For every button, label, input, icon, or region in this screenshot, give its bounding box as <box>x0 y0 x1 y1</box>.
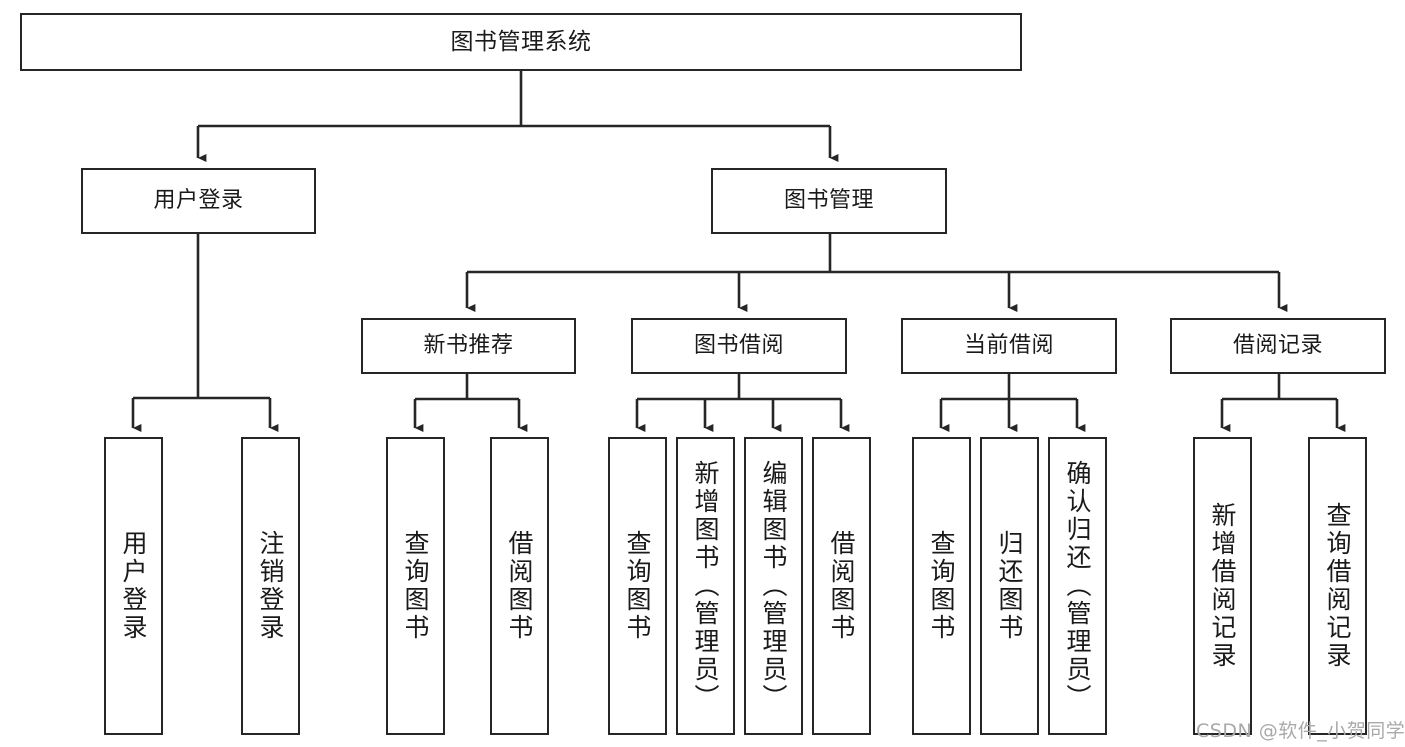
node-leaf-add-borrow-record[interactable]: 新增借阅记录 <box>1193 437 1252 735</box>
node-label: 用户登录 <box>153 188 244 214</box>
node-leaf-borrow-book-borrow[interactable]: 借阅图书 <box>812 437 871 735</box>
node-label: 图书借阅 <box>693 333 784 359</box>
node-label: 查询图书 <box>623 530 652 642</box>
node-label: 查询图书 <box>927 530 956 642</box>
node-leaf-logout-login[interactable]: 注销登录 <box>241 437 300 735</box>
node-leaf-query-borrow-record[interactable]: 查询借阅记录 <box>1308 437 1367 735</box>
node-current-borrow[interactable]: 当前借阅 <box>901 318 1117 374</box>
node-label: 借阅图书 <box>827 530 856 642</box>
node-label: 借阅记录 <box>1232 333 1323 359</box>
node-label: 新书推荐 <box>423 333 514 359</box>
node-label: 当前借阅 <box>963 333 1054 359</box>
node-label: 编辑图书（管理员） <box>759 460 788 712</box>
node-book-manage[interactable]: 图书管理 <box>711 168 947 234</box>
node-label: 图书管理 <box>783 188 874 214</box>
node-label: 确认归还（管理员） <box>1063 460 1092 712</box>
node-leaf-return-book[interactable]: 归还图书 <box>980 437 1039 735</box>
node-leaf-borrow-book-recommend[interactable]: 借阅图书 <box>490 437 549 735</box>
node-leaf-edit-book-admin[interactable]: 编辑图书（管理员） <box>744 437 803 735</box>
node-leaf-confirm-return-admin[interactable]: 确认归还（管理员） <box>1048 437 1107 735</box>
node-book-borrow[interactable]: 图书借阅 <box>631 318 847 374</box>
node-leaf-query-book-current[interactable]: 查询图书 <box>912 437 971 735</box>
node-label: 图书管理系统 <box>450 28 592 55</box>
node-leaf-add-book-admin[interactable]: 新增图书（管理员） <box>676 437 735 735</box>
node-label: 借阅图书 <box>505 530 534 642</box>
node-label: 归还图书 <box>995 530 1024 642</box>
node-leaf-query-book-borrow[interactable]: 查询图书 <box>608 437 667 735</box>
node-root-book-management-system[interactable]: 图书管理系统 <box>20 13 1022 71</box>
node-new-book-recommend[interactable]: 新书推荐 <box>361 318 576 374</box>
node-label: 新增图书（管理员） <box>691 460 720 712</box>
csdn-watermark: CSDN @软件_小贺同学 <box>1196 720 1405 742</box>
node-borrow-record[interactable]: 借阅记录 <box>1170 318 1386 374</box>
node-label: 注销登录 <box>256 530 285 642</box>
node-label: 新增借阅记录 <box>1208 502 1237 670</box>
node-label: 查询借阅记录 <box>1323 502 1352 670</box>
node-label: 用户登录 <box>119 530 148 642</box>
node-leaf-query-book-recommend[interactable]: 查询图书 <box>386 437 445 735</box>
node-leaf-user-login[interactable]: 用户登录 <box>104 437 163 735</box>
node-user-login[interactable]: 用户登录 <box>81 168 316 234</box>
node-label: 查询图书 <box>401 530 430 642</box>
